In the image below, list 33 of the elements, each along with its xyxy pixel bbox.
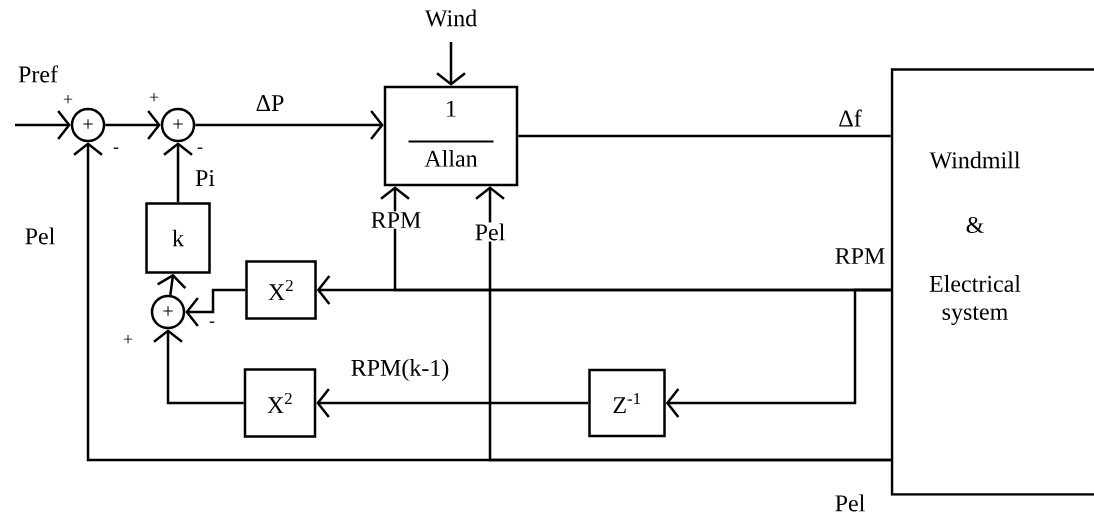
sign-label: + <box>149 92 159 102</box>
block-box: k <box>145 202 211 274</box>
signal-label: Pref <box>17 64 59 84</box>
signal-label: Pi <box>194 169 216 187</box>
arrow <box>665 288 891 418</box>
block-box: X$^{2}$ <box>243 368 317 438</box>
sign-label: - <box>209 321 215 323</box>
signal-label: Δf <box>837 108 863 128</box>
signal-label: Pel <box>473 222 507 242</box>
summing-junction: + <box>160 107 196 143</box>
summing-junction: + <box>150 294 186 330</box>
signal-label: RPM(k-1) <box>349 358 451 382</box>
sign-label: + <box>63 94 73 104</box>
sign-label: - <box>197 147 203 149</box>
signal-label: Pel <box>835 494 865 512</box>
summing-junction: + <box>70 107 106 143</box>
block-box: Z$^{-1}$ <box>588 368 666 438</box>
signal-label: ΔP <box>254 94 286 112</box>
signal-label: RPM <box>833 247 887 265</box>
block-box: X$^{2}$ <box>245 260 317 320</box>
arrow <box>163 142 193 203</box>
system-box: Windmill & Electrical system <box>890 68 1094 496</box>
signal-label: Wind <box>423 8 479 28</box>
signal-label: RPM <box>369 211 423 229</box>
sign-label: - <box>113 147 119 149</box>
arrow <box>195 110 384 140</box>
arrow <box>153 329 244 405</box>
sign-label: + <box>123 334 133 344</box>
transfer-function-box: 1 Allan <box>383 85 519 187</box>
signal-label: Pel <box>23 226 57 246</box>
arrow <box>73 142 891 462</box>
arrow <box>185 288 246 327</box>
arrow <box>316 388 589 418</box>
